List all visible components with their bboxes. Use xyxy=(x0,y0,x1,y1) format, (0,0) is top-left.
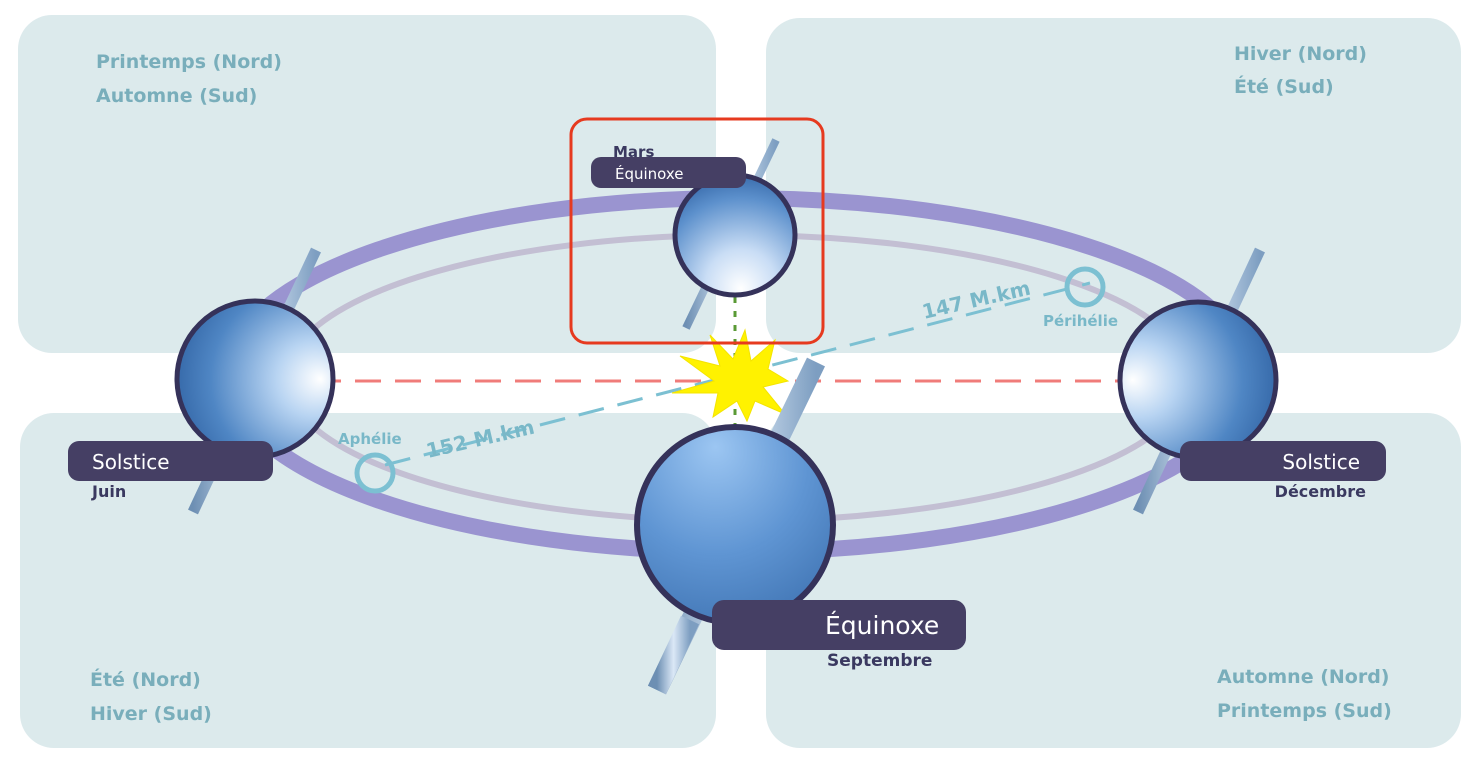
season-label-top-right-line2: Été (Sud) xyxy=(1234,75,1334,98)
axis-icon xyxy=(647,615,700,695)
earth-icon xyxy=(634,424,836,626)
earth-icon xyxy=(174,298,336,460)
december-month-label: Décembre xyxy=(1275,482,1366,501)
season-label-top-left-line1: Printemps (Nord) xyxy=(96,51,282,73)
aphelion-label: Aphélie xyxy=(338,430,402,448)
earth-icon xyxy=(1117,299,1279,461)
season-label-bottom-left-line2: Hiver (Sud) xyxy=(90,703,212,725)
earth-march xyxy=(672,138,798,330)
season-label-bottom-right-line2: Printemps (Sud) xyxy=(1217,700,1392,722)
season-label-bottom-right-line1: Automne (Nord) xyxy=(1217,666,1389,688)
earth-september xyxy=(634,357,836,695)
sun-icon xyxy=(671,328,790,423)
march-month-label: Mars xyxy=(613,143,654,161)
june-event-label: Solstice xyxy=(92,450,170,474)
september-event-label: Équinoxe xyxy=(825,611,939,640)
aphelion-marker-icon xyxy=(354,452,396,494)
season-label-top-left-line2: Automne (Sud) xyxy=(96,85,257,107)
season-panel-top-left xyxy=(18,15,716,353)
tag-september xyxy=(712,600,966,650)
march-event-label: Équinoxe xyxy=(615,164,684,183)
earth-december xyxy=(1117,247,1279,515)
highlight-box xyxy=(569,117,825,345)
season-label-bottom-left-line1: Été (Nord) xyxy=(90,668,201,691)
season-label-top-right-line1: Hiver (Nord) xyxy=(1234,43,1367,65)
june-month-label: Juin xyxy=(91,482,126,501)
tag-december xyxy=(1180,441,1386,481)
season-panel-bottom-right xyxy=(766,413,1461,748)
season-panel-top-right xyxy=(766,18,1461,353)
september-month-label: Septembre xyxy=(827,651,932,671)
tag-march xyxy=(591,157,746,188)
perihelion-marker-icon xyxy=(1064,266,1106,308)
season-panel-bottom-left xyxy=(20,413,716,748)
december-event-label: Solstice xyxy=(1282,450,1360,474)
perihelion-label: Périhélie xyxy=(1043,312,1118,330)
tag-june xyxy=(68,441,273,481)
earth-icon xyxy=(672,172,798,298)
